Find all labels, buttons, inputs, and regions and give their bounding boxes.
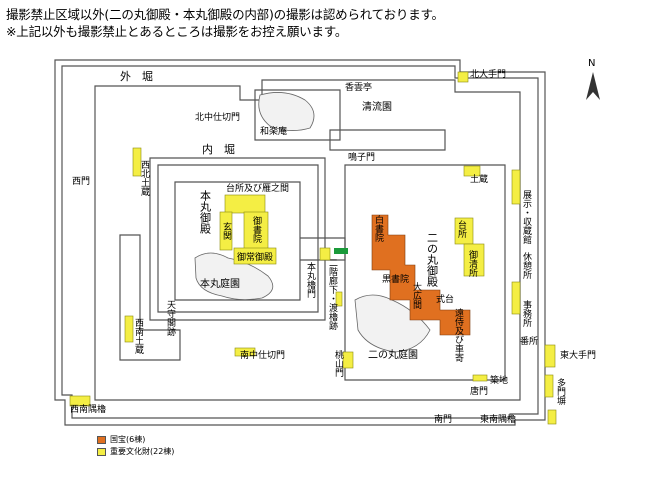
label-tenshu: 天守閣跡 [165,300,176,337]
map-labels: 外 堀 内 堀 北大手門 北中仕切門 西門 西北土蔵 清流園 香雲亭 和楽庵 鳴… [70,68,596,425]
label-tozamurai: 遠侍及び車寄 [453,307,464,363]
label-seinan-dozou: 西南土蔵 [133,318,144,355]
national-treasure-buildings [371,214,471,336]
legend-swatch-national [97,435,106,444]
label-tsukiji: 築地 [490,374,508,386]
garden-shapes [194,92,431,353]
label-kitaote: 北大手門 [470,68,506,80]
label-ninomaru-teien: 二の丸庭園 [368,348,418,361]
label-goshinden: 御常御殿 [237,251,273,263]
label-daidokoro: 台所 [456,219,467,239]
label-meiko: 鳴子門 [348,151,375,163]
notice-line-1: 撮影禁止区域以外(二の丸御殿・本丸御殿の内部)の撮影は認められております。 [6,7,444,22]
label-kuroshoin: 黒書院 [382,273,409,285]
label-tounan: 東南隅櫓 [480,413,516,425]
label-minamimon: 南門 [434,413,452,425]
label-okiyodokoro: 御清所 [467,249,478,278]
label-honmaru-teien: 本丸庭園 [200,277,240,290]
notice-line-2: ※上記以外も撮影禁止とあるところは撮影をお控え願います。 [6,24,348,39]
label-dozou-ne: 土蔵 [470,173,488,185]
label-wajoan: 和楽庵 [260,125,287,137]
label-tamon: 多門塀 [555,377,566,406]
label-sotobori: 外 堀 [120,70,153,83]
green-bridge [334,248,348,254]
label-seihoku: 西北土蔵 [139,160,150,197]
label-shiroshoin: 白書院 [373,214,384,243]
label-jimusho: 事務所 [521,299,532,328]
legend-label-national: 国宝(6棟) [110,435,146,444]
legend-national: 国宝(6棟) [97,434,145,445]
important-cultural-buildings [69,71,557,425]
label-genkan: 玄関 [221,221,232,241]
label-bansho: 番所 [520,335,538,347]
label-ninomaru-goten: 二の丸御殿 [426,232,439,288]
label-tenji: 展示・収蔵館 [521,190,532,245]
label-momoyama: 桃山門 [333,349,344,378]
label-seiryuen: 清流園 [362,100,392,113]
label-shikidai: 式台 [436,293,454,305]
label-uchibori: 内 堀 [202,142,235,156]
label-seinan-yagura: 西南隅櫓 [70,403,106,415]
label-karamon: 唐門 [470,385,488,397]
label-honmaru-tsuru: 本丸櫓門 [305,261,316,299]
legend-swatch-important [97,447,106,456]
label-daidokoro-hon: 台所及び雁之間 [226,182,289,194]
label-kitanaka: 北中仕切門 [195,111,240,123]
label-ohiroma: 大広間 [411,281,422,310]
compass-label: N [588,58,595,69]
legend-important: 重要文化財(22棟) [97,446,174,457]
label-nishimon: 西門 [72,176,90,187]
label-minaminaka: 南中仕切門 [240,349,285,361]
label-nikai-rouka: 二階廊下・渡櫓跡 [327,258,338,331]
label-higashiote: 東大手門 [560,349,596,361]
legend-label-important: 重要文化財(22棟) [110,447,175,456]
label-honmaru-goten: 本丸御殿 [199,189,212,235]
label-kyukei: 休憩所 [521,251,532,280]
north-arrow-icon: N [586,58,600,100]
label-kounsai: 香雲亭 [345,81,372,93]
label-goshoin: 御書院 [251,215,262,244]
